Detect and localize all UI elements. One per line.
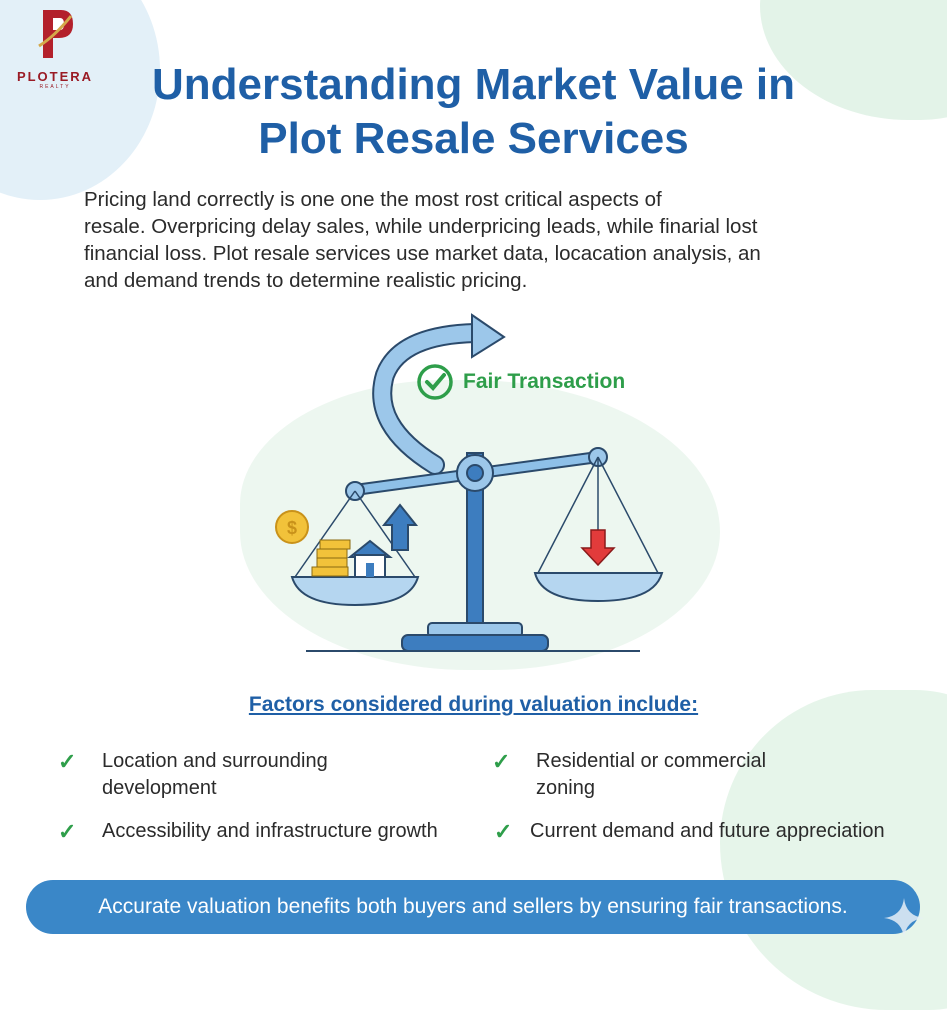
sparkle-icon [884,898,924,938]
factors-heading: Factors considered during valuation incl… [248,693,699,716]
fair-transaction-label: Fair Transaction [463,370,626,393]
checkmark-icon: ✓ [492,749,511,774]
title-line-1: Understanding Market Value in [151,60,796,109]
intro-line: Pricing land correctly is one one the mo… [84,188,662,211]
plotera-p-icon [38,10,73,58]
brand-logo: PLOTERA REALTY [10,6,100,90]
intro-line: financial loss. Plot resale services use… [84,242,761,265]
page-title: Understanding Market Value in Plot Resal… [0,58,947,166]
factor-item: ✓ Location and surrounding development [58,748,328,802]
check-circle-icon [417,364,453,400]
intro-line: resale. Overpricing delay sales, while u… [84,215,758,238]
arrow-down-icon [580,529,616,567]
factor-text: Accessibility and infrastructure growth [102,820,438,842]
factor-item: ✓ Residential or commercial zoning [492,748,766,802]
curved-arrow-icon [372,313,506,475]
summary-banner: Accurate valuation benefits both buyers … [26,880,920,934]
intro-paragraph: Pricing land correctly is one one the mo… [84,186,904,294]
summary-banner-text: Accurate valuation benefits both buyers … [98,895,848,918]
factor-text: Residential or commercial [536,750,767,772]
decorative-blob-bottom-right [720,690,947,1010]
checkmark-icon: ✓ [494,819,513,844]
factor-text: Location and surrounding [102,750,328,772]
coin-icon: $ [275,510,309,544]
factor-item: ✓ Accessibility and infrastructure growt… [58,818,438,845]
coin-stack-icon [311,539,351,577]
svg-text:$: $ [287,518,297,538]
title-line-2: Plot Resale Services [258,114,689,163]
balance-scale-illustration: $ [275,313,664,652]
factor-text: Current demand and future appreciation [530,820,885,842]
checkmark-icon: ✓ [58,819,77,844]
factor-text: development [102,777,217,799]
arrow-up-icon [381,503,419,551]
fair-transaction-badge: Fair Transaction [415,362,625,402]
factor-text: zoning [536,777,595,799]
checkmark-icon: ✓ [58,749,77,774]
brand-subtitle: REALTY [39,84,71,90]
house-icon [347,539,393,578]
intro-line: and demand trends to determine realistic… [84,269,528,292]
factor-item: ✓ Current demand and future appreciation [494,818,885,845]
brand-name: PLOTERA [16,69,94,84]
